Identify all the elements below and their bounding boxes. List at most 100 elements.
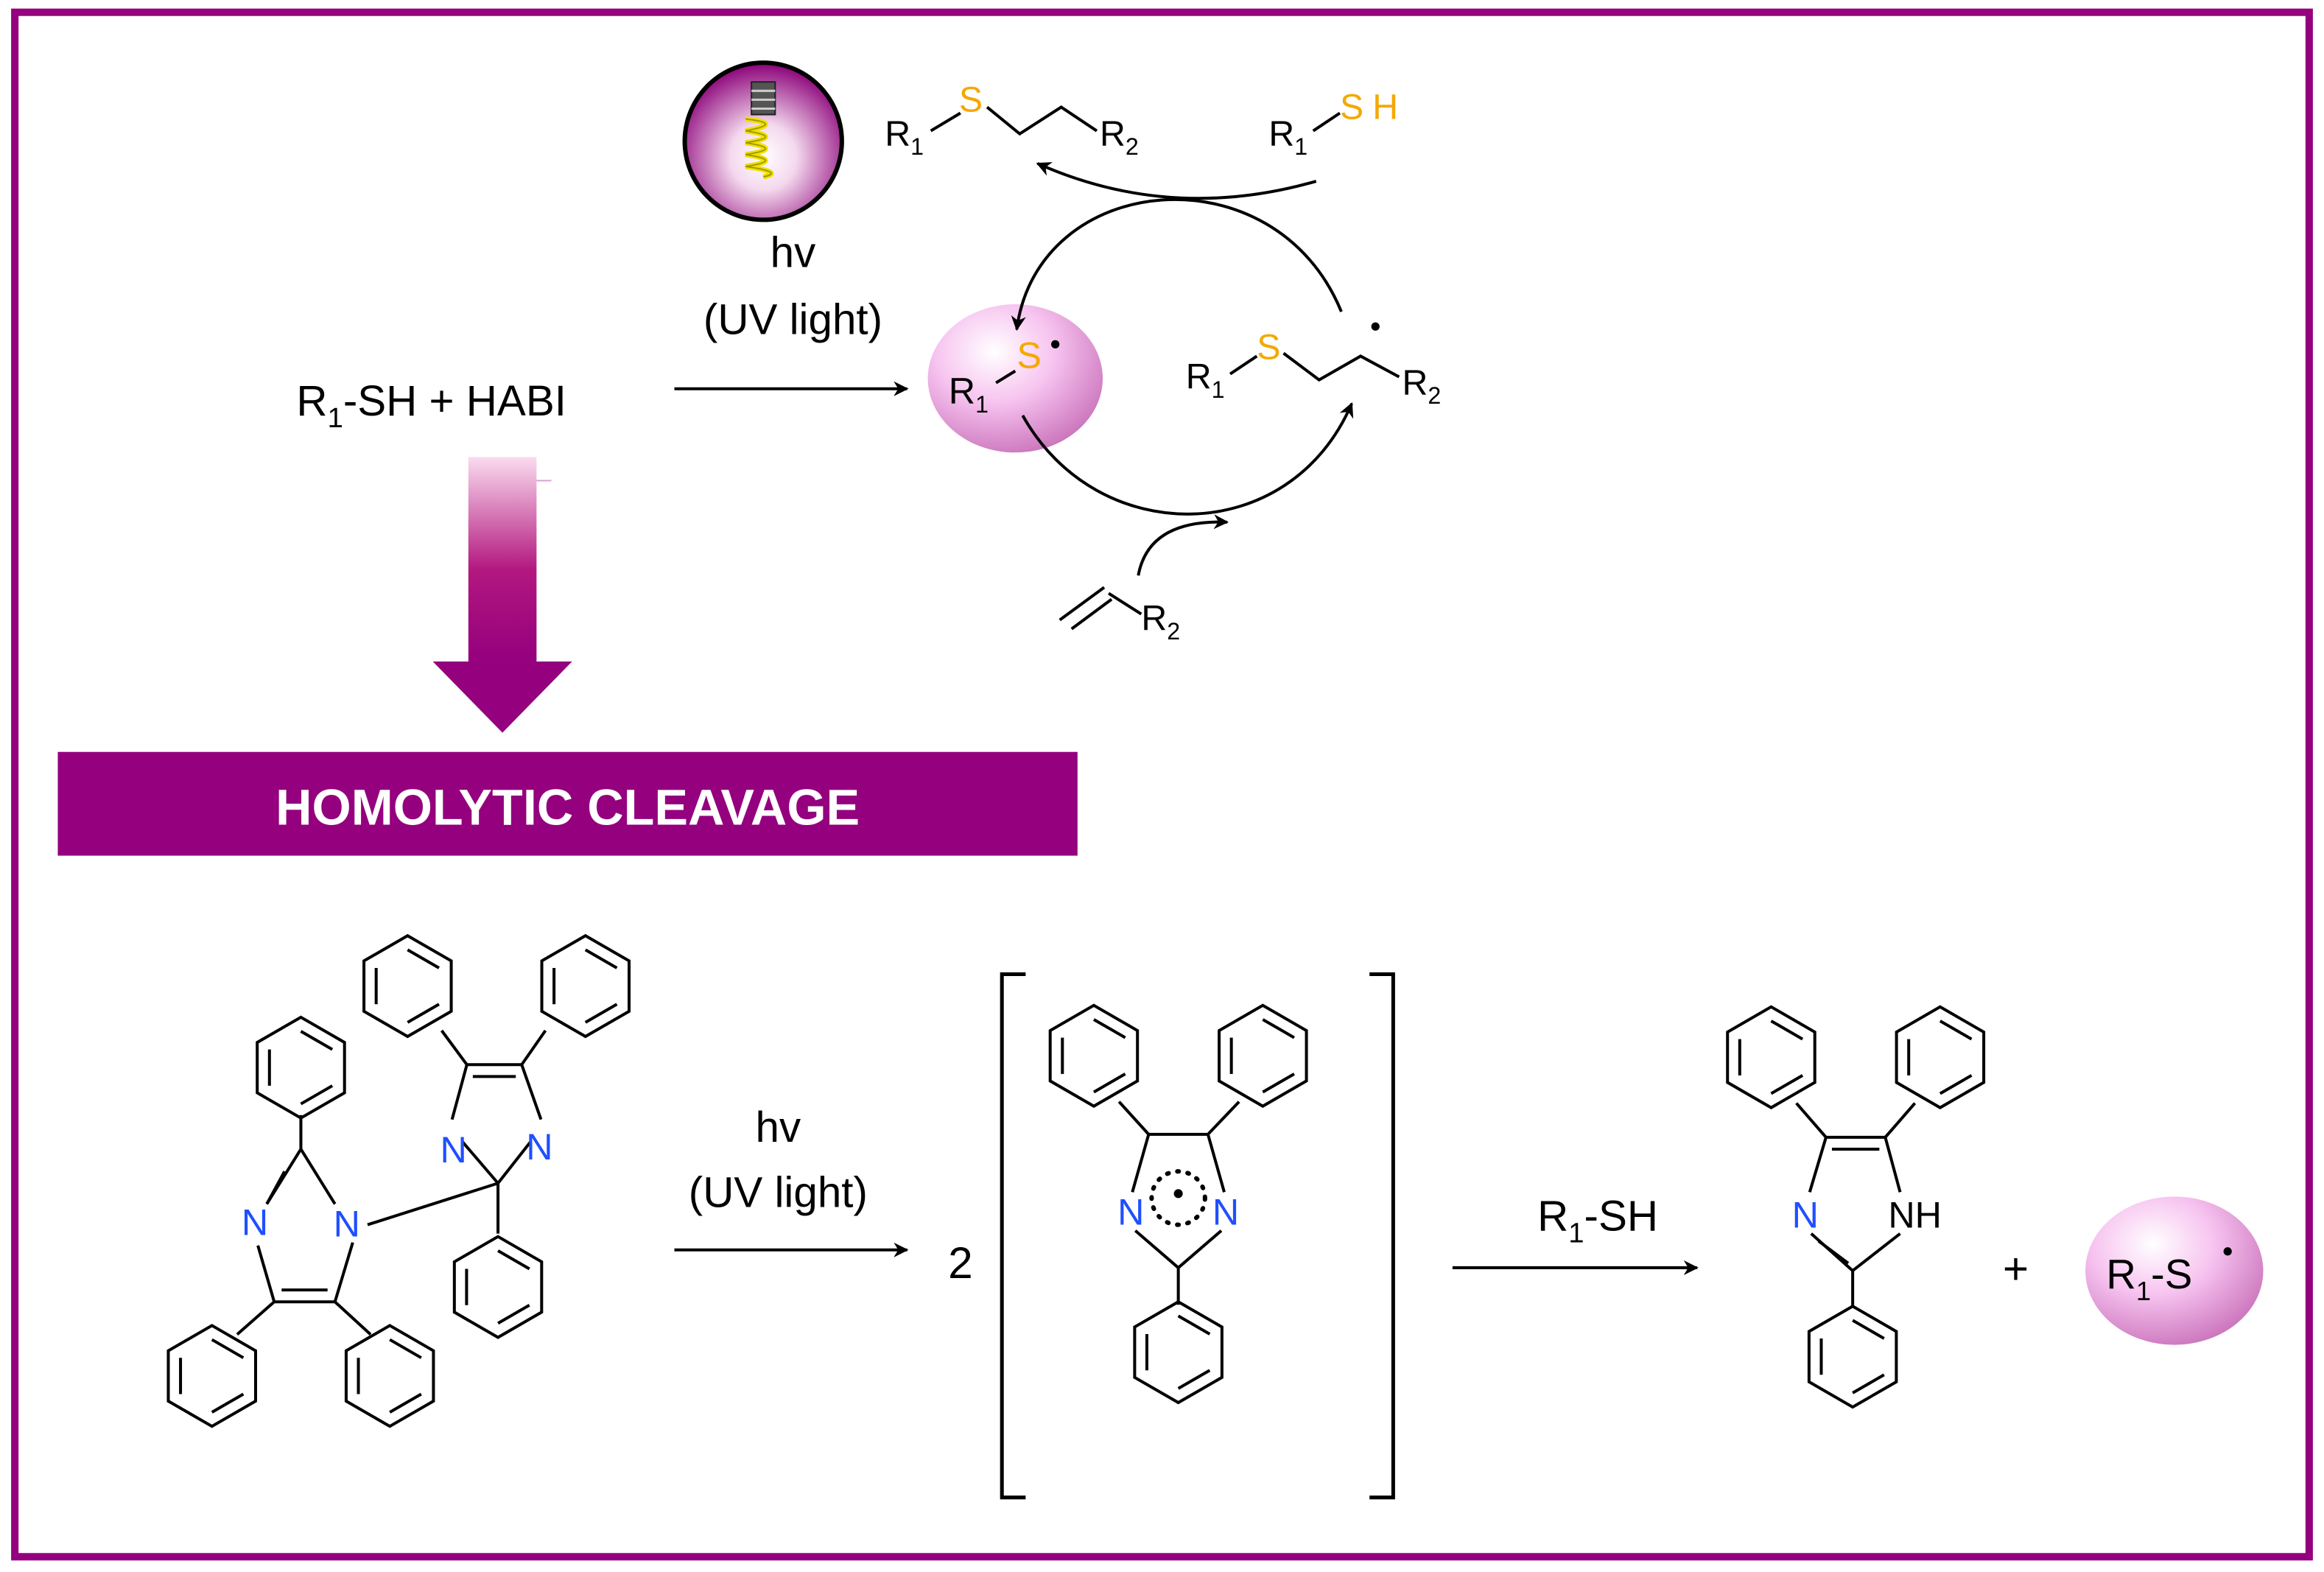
- light-bulb-icon: [682, 60, 844, 222]
- cradical-r1: R1: [1186, 357, 1225, 403]
- molecular-structures: [166, 933, 1986, 1428]
- thiyl-radical-sphere-product: R1-S: [2085, 1196, 2264, 1345]
- alkene-entry-arrow: [1137, 514, 1229, 576]
- carbon-radical-dot: [1371, 322, 1380, 331]
- imidazole-bond: [1884, 1137, 1902, 1193]
- phenyl-ring: [1807, 1304, 1898, 1409]
- phenyl-ring: [256, 1015, 346, 1120]
- habi-bond: [496, 1140, 532, 1185]
- thiyl-radical-sphere: R1 S: [927, 304, 1103, 453]
- light-condition-uv: (UV light): [703, 295, 882, 343]
- imidazole-bond: [1795, 1102, 1828, 1139]
- bottom-light-uv: (UV light): [689, 1168, 868, 1216]
- habi-n-1: N: [242, 1201, 268, 1243]
- imidazole-bond: [1851, 1232, 1901, 1272]
- cradical-r2: R2: [1402, 363, 1441, 409]
- imidazole-bond: [1808, 1137, 1828, 1193]
- habi-n-2: N: [334, 1203, 360, 1245]
- outer-frame: [11, 8, 2313, 1561]
- aromatic-bond: [1852, 1373, 1885, 1394]
- phenyl-ring: [452, 1235, 544, 1339]
- habi-bond: [299, 1148, 337, 1205]
- lophyl-bond: [1206, 1134, 1226, 1193]
- aromatic-bond: [584, 948, 618, 969]
- aromatic-bond: [1177, 1369, 1211, 1390]
- product-sulfur: S: [959, 80, 983, 119]
- cycle-arrow-product: [1036, 162, 1317, 200]
- habi-n-3: N: [440, 1129, 467, 1171]
- phenyl-ring: [1133, 1299, 1224, 1405]
- thiyl-product-label: R1-S: [2106, 1251, 2192, 1306]
- imidazole-n: N: [1792, 1194, 1819, 1236]
- phenyl-ring: [1726, 1005, 1816, 1109]
- lophyl-bond: [1177, 1229, 1223, 1269]
- aromatic-bond: [584, 1003, 618, 1024]
- habi-n-4: N: [526, 1126, 552, 1168]
- radical-n-2: N: [1212, 1191, 1239, 1233]
- lophyl-bond: [1207, 1101, 1240, 1136]
- lophyl-radical-dot: [1173, 1189, 1183, 1199]
- aromatic-bond: [389, 1338, 422, 1359]
- radical-n-1: N: [1117, 1191, 1144, 1233]
- delocalized-radical-ring: [1149, 1169, 1207, 1227]
- habi-bond: [265, 1171, 287, 1205]
- product-r2: R2: [1100, 114, 1139, 160]
- habi-bond: [333, 1242, 354, 1302]
- habi-bond: [450, 1064, 468, 1120]
- bottom-light-hv: hv: [756, 1103, 801, 1151]
- bracket-left: [1000, 972, 1026, 1500]
- aromatic-bond: [1262, 1073, 1295, 1094]
- phenyl-ring: [1218, 1003, 1308, 1108]
- cycle-arrow-regenerate: [1011, 197, 1343, 331]
- aromatic-bond: [1770, 1020, 1804, 1041]
- thiol: R1 S H: [1268, 88, 1398, 160]
- reactants-label: R1-SH + HABI: [296, 377, 566, 434]
- habi-bond: [334, 1300, 372, 1336]
- aromatic-bond: [1262, 1018, 1295, 1039]
- lophyl-bond: [1117, 1101, 1150, 1136]
- lophyl-bond: [1131, 1134, 1151, 1193]
- thiol-r1: R1: [1268, 114, 1307, 160]
- thioether-product: R1 S R2: [885, 80, 1139, 159]
- carbon-radical: R1 S R2: [1186, 322, 1441, 409]
- thiol-sulfur: S: [1340, 88, 1363, 127]
- aromatic-bond: [497, 1303, 530, 1325]
- light-condition-hv: hv: [770, 229, 816, 277]
- dimer-bond: [367, 1182, 499, 1227]
- aromatic-bond: [1852, 1319, 1885, 1340]
- big-down-arrow: [432, 457, 572, 733]
- reagent-label: R1-SH: [1537, 1193, 1658, 1249]
- cradical-sulfur: S: [1257, 328, 1280, 368]
- plus-sign: +: [2003, 1243, 2029, 1294]
- aromatic-bond: [389, 1392, 422, 1414]
- alkene: R2: [1059, 586, 1180, 645]
- cycle-arrow-addition: [1021, 402, 1354, 516]
- aromatic-bond: [497, 1249, 530, 1271]
- product-r1: R1: [885, 114, 924, 160]
- habi-bond: [520, 1029, 547, 1066]
- habi-bond: [256, 1245, 276, 1302]
- habi-bond: [520, 1064, 543, 1120]
- aromatic-bond: [1092, 1073, 1126, 1094]
- phenyl-ring: [344, 1324, 435, 1428]
- phenyl-ring: [540, 933, 631, 1039]
- alkene-r2: R2: [1141, 599, 1180, 645]
- homolytic-cleavage-banner: HOMOLYTIC CLEAVAGE: [57, 751, 1078, 856]
- thiyl-sulfur: S: [1017, 334, 1042, 376]
- imidazole-nh: NH: [1888, 1194, 1942, 1236]
- thiyl-r1: R1: [949, 370, 989, 418]
- phenyl-ring: [1895, 1005, 1986, 1109]
- aromatic-bond: [211, 1338, 245, 1359]
- imidazole-bond: [1817, 1240, 1850, 1265]
- aromatic-bond: [300, 1030, 334, 1051]
- habi-bond: [440, 1029, 468, 1066]
- aromatic-bond: [1939, 1020, 1973, 1041]
- thiol-hydrogen: H: [1372, 88, 1398, 127]
- coefficient: 2: [948, 1238, 973, 1288]
- aromatic-bond: [407, 948, 440, 969]
- imidazole-bond: [1884, 1102, 1917, 1139]
- habi-bond: [236, 1300, 275, 1336]
- aromatic-bond: [211, 1392, 245, 1414]
- aromatic-bond: [1939, 1074, 1973, 1095]
